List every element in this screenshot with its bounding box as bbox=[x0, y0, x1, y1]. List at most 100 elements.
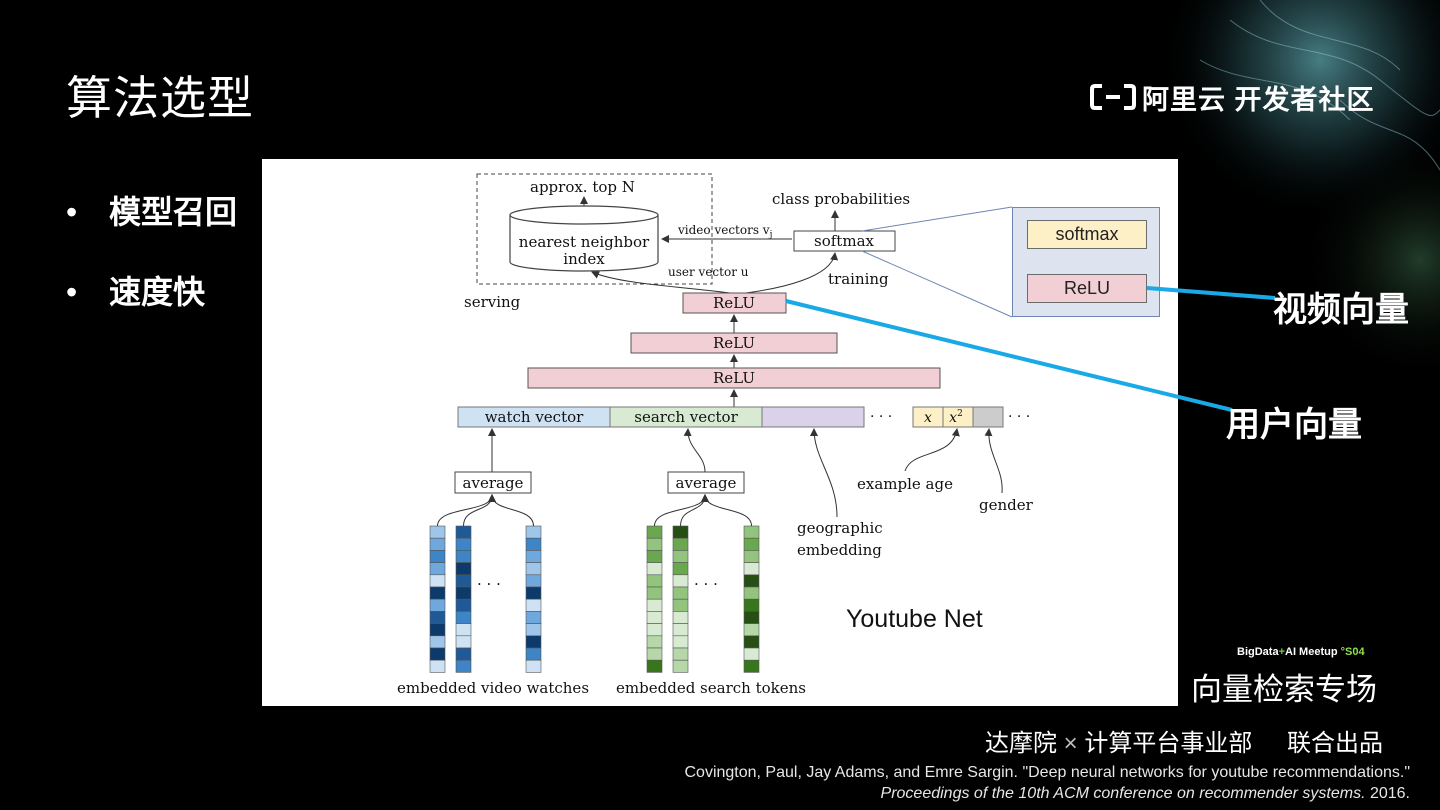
architecture-diagram: approx. top N nearest neighbor index vid… bbox=[397, 173, 1034, 697]
embedding-cell bbox=[743, 598, 760, 612]
embedding-cell bbox=[525, 611, 542, 624]
embedding-cell bbox=[646, 647, 663, 661]
relu-label-top: ReLU bbox=[713, 294, 755, 312]
embedding-cell bbox=[672, 537, 689, 551]
embedding-cell bbox=[455, 647, 472, 661]
embedding-cell bbox=[429, 611, 446, 624]
training-label: training bbox=[828, 270, 889, 288]
example-age-x-label: x bbox=[924, 410, 932, 426]
bullet-item: 模型召回 bbox=[66, 192, 237, 232]
citation: Covington, Paul, Jay Adams, and Emre Sar… bbox=[684, 762, 1410, 804]
example-age-x2-label: x2 bbox=[949, 409, 963, 426]
embedding-cell bbox=[743, 659, 760, 673]
embedding-cell bbox=[525, 623, 542, 637]
embedding-cell bbox=[525, 537, 542, 551]
logo-text: 阿里云 开发者社区 bbox=[1142, 84, 1375, 115]
embedding-cell bbox=[646, 598, 663, 612]
watch-vector-label: watch vector bbox=[485, 408, 584, 426]
embedding-cell bbox=[455, 562, 472, 576]
ellipsis-middle: · · · bbox=[870, 409, 892, 425]
embedding-cell bbox=[672, 525, 689, 539]
geographic-embedding-segment bbox=[761, 406, 865, 428]
average-right-curve bbox=[683, 428, 706, 473]
embedding-column bbox=[488, 494, 542, 673]
embedding-cell bbox=[429, 659, 446, 673]
zoom-inset: softmax ReLU bbox=[1012, 207, 1160, 317]
embedding-cell bbox=[743, 550, 760, 563]
embedding-column bbox=[455, 494, 496, 673]
bullet-list: 模型召回 速度快 bbox=[66, 192, 237, 352]
embedded-video-watches-label: embedded video watches bbox=[397, 679, 589, 697]
nn-index-label-line1: nearest neighbor bbox=[519, 233, 650, 251]
class-probabilities-label: class probabilities bbox=[772, 190, 910, 208]
embedding-cell bbox=[525, 562, 542, 576]
embedding-cell bbox=[672, 550, 689, 563]
embedding-cell bbox=[455, 659, 472, 673]
relu-label-middle: ReLU bbox=[713, 334, 755, 352]
example-age-curve bbox=[904, 428, 960, 472]
embedding-column bbox=[701, 494, 760, 673]
embedding-to-average-arrow bbox=[437, 494, 496, 527]
joint-production-label: 联合出品 bbox=[1287, 730, 1384, 757]
youtube-net-figure: approx. top N nearest neighbor index vid… bbox=[262, 159, 1178, 706]
embedding-cell bbox=[429, 586, 446, 600]
embedding-cell bbox=[646, 659, 663, 673]
embedding-cell bbox=[646, 586, 663, 600]
embedding-cell bbox=[525, 586, 542, 600]
zoom-softmax-box: softmax bbox=[1027, 220, 1147, 249]
embedding-cell bbox=[429, 635, 446, 649]
embedding-cell bbox=[646, 611, 663, 624]
user-vector-label: user vector u bbox=[668, 265, 749, 279]
aliyun-logo-icon bbox=[1090, 84, 1136, 110]
embedding-cell bbox=[743, 562, 760, 576]
citation-line2: Proceedings of the 10th ACM conference o… bbox=[684, 783, 1410, 804]
embedding-column bbox=[672, 494, 709, 673]
embedding-cell bbox=[455, 525, 472, 539]
producers-line: 达摩院 × 计算平台事业部 联合出品 bbox=[985, 723, 1383, 758]
embedding-cell bbox=[672, 635, 689, 649]
embedding-cell bbox=[672, 659, 689, 673]
embedding-cell bbox=[455, 635, 472, 649]
producer-a: 达摩院 bbox=[985, 730, 1057, 757]
user-vector-callout: 用户向量 bbox=[1226, 406, 1362, 444]
ellipsis-video: · · · bbox=[477, 575, 501, 593]
average-left-label: average bbox=[463, 474, 524, 492]
geographic-label-line2: embedding bbox=[797, 541, 882, 559]
ellipsis-search: · · · bbox=[694, 575, 718, 593]
embedding-cell bbox=[646, 623, 663, 637]
meetup-season: °S04 bbox=[1340, 646, 1365, 658]
relu-label-bottom: ReLU bbox=[713, 369, 755, 387]
bullet-item: 速度快 bbox=[66, 272, 237, 312]
ellipsis-right: · · · bbox=[1008, 409, 1030, 425]
embedding-cell bbox=[525, 659, 542, 673]
embedding-cell bbox=[743, 647, 760, 661]
embedding-cell bbox=[646, 635, 663, 649]
gender-segment bbox=[972, 406, 1004, 428]
embedding-cell bbox=[646, 574, 663, 588]
embedding-to-average-arrow bbox=[701, 494, 752, 527]
embedding-to-average-arrow bbox=[654, 494, 709, 527]
embedding-cell bbox=[672, 647, 689, 661]
embedding-cell bbox=[672, 598, 689, 612]
embedding-cell bbox=[429, 562, 446, 576]
embedding-cell bbox=[743, 586, 760, 600]
session-title: 向量检索专场 bbox=[1191, 672, 1377, 707]
citation-year: 2016. bbox=[1365, 785, 1410, 802]
embedding-cell bbox=[455, 574, 472, 588]
embedded-search-tokens-label: embedded search tokens bbox=[616, 679, 806, 697]
embedding-cell bbox=[429, 574, 446, 588]
embedding-cell bbox=[646, 550, 663, 563]
gender-curve bbox=[984, 428, 1003, 494]
embedding-cell bbox=[672, 586, 689, 600]
meetup-ai: AI Meetup bbox=[1285, 646, 1338, 658]
embedding-cell bbox=[743, 635, 760, 649]
meetup-prefix: BigData bbox=[1237, 646, 1279, 658]
embedding-cell bbox=[646, 525, 663, 539]
embedding-cell bbox=[646, 537, 663, 551]
embedding-cell bbox=[672, 562, 689, 576]
embedding-cell bbox=[455, 611, 472, 624]
slide-title: 算法选型 bbox=[66, 72, 254, 124]
embedding-cell bbox=[743, 623, 760, 637]
nn-index-label-line2: index bbox=[563, 250, 605, 268]
embedding-cell bbox=[525, 598, 542, 612]
